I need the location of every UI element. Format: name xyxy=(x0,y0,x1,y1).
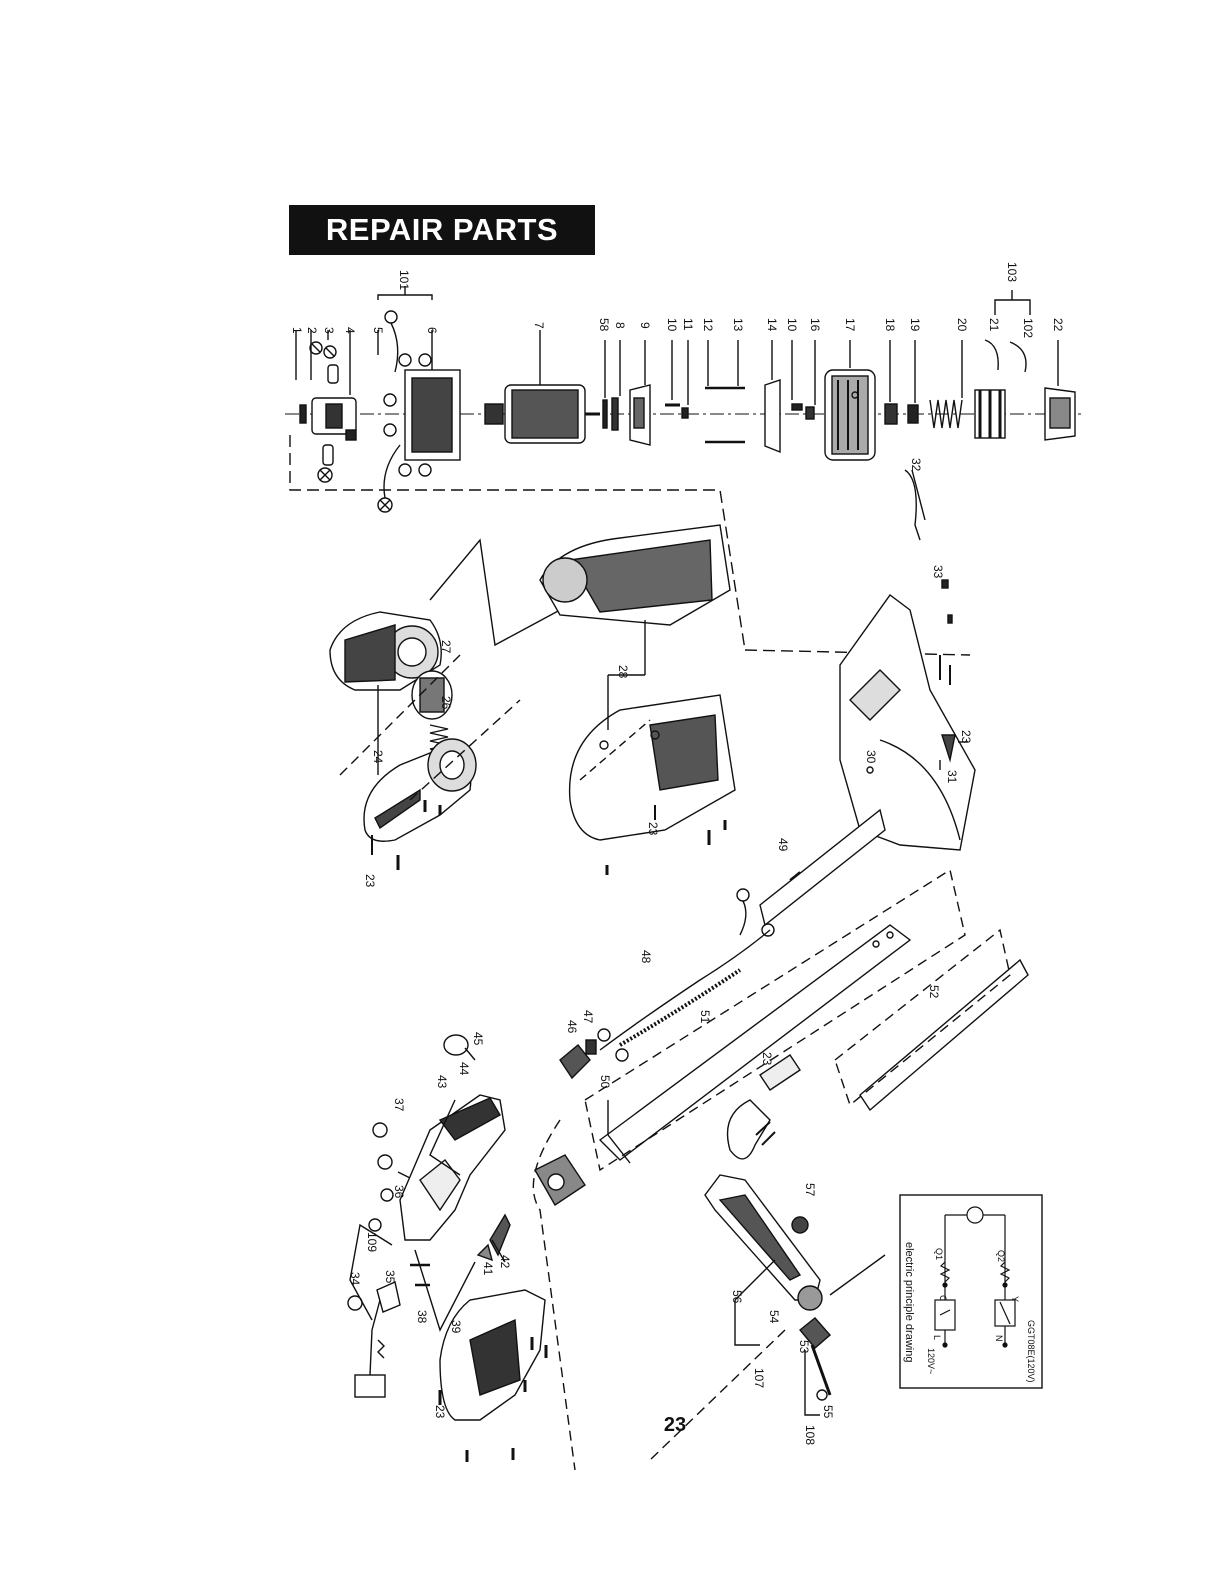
part-label: 5 xyxy=(371,327,385,334)
part-label: 54 xyxy=(767,1310,781,1324)
part-label: 53 xyxy=(797,1340,811,1354)
part-label: 49 xyxy=(776,838,790,852)
part-label: 2 xyxy=(305,327,319,334)
part-label: 12 xyxy=(701,318,715,332)
part-label: 32 xyxy=(909,458,923,472)
guard-assembly xyxy=(840,470,975,850)
part-label: 33 xyxy=(931,565,945,579)
part-label: 35 xyxy=(383,1270,397,1284)
part-label: 51 xyxy=(698,1010,712,1024)
part-label: 13 xyxy=(731,318,745,332)
part-label: 22 xyxy=(1051,318,1065,332)
part-label: 9 xyxy=(638,322,652,329)
part-label: 46 xyxy=(565,1020,579,1034)
part-label: 34 xyxy=(348,1272,362,1286)
part-label: 6 xyxy=(425,327,439,334)
schematic-title: electric principle drawing xyxy=(903,1242,915,1362)
schematic-n: N xyxy=(994,1335,1004,1342)
part-label: 27 xyxy=(439,640,453,654)
part-label: 108 xyxy=(803,1425,817,1445)
part-label: 23 xyxy=(433,1405,447,1419)
part-label: 55 xyxy=(821,1405,835,1419)
part-label: 28 xyxy=(616,665,630,679)
part-label: 52 xyxy=(927,985,941,999)
part-label: 19 xyxy=(908,318,922,332)
part-label: 7 xyxy=(532,322,546,329)
page-number: 23 xyxy=(640,1414,710,1437)
part-label: 56 xyxy=(730,1290,744,1304)
part-label: 109 xyxy=(365,1232,379,1252)
part-label: 107 xyxy=(752,1368,766,1388)
part-label: 8 xyxy=(613,322,627,329)
part-label: 31 xyxy=(945,770,959,784)
part-label: 23 xyxy=(760,1052,774,1066)
aux-handle-assembly xyxy=(650,1100,885,1460)
part-label: 39 xyxy=(449,1320,463,1334)
part-label: 37 xyxy=(392,1098,406,1112)
part-label: 20 xyxy=(955,318,969,332)
part-label: 10 xyxy=(785,318,799,332)
part-label: 103 xyxy=(1005,262,1019,282)
part-label: 38 xyxy=(415,1310,429,1324)
part-label: 11 xyxy=(681,318,695,331)
schematic-l: L xyxy=(932,1335,942,1340)
schematic-model: GGT08E(120V) xyxy=(1026,1320,1036,1383)
part-label: 18 xyxy=(883,318,897,332)
part-label: 102 xyxy=(1021,318,1035,338)
part-label: 21 xyxy=(987,318,1001,332)
part-label: 16 xyxy=(808,318,822,332)
part-label: 17 xyxy=(843,318,857,332)
part-label: 36 xyxy=(392,1185,406,1199)
part-label: 45 xyxy=(471,1032,485,1046)
part-label: 24 xyxy=(371,750,385,764)
part-label: 57 xyxy=(803,1183,817,1197)
part-label: 47 xyxy=(581,1010,595,1024)
part-label: 26 xyxy=(439,696,453,710)
part-label: 50 xyxy=(598,1075,612,1089)
part-label: 58 xyxy=(597,318,611,332)
part-label: 48 xyxy=(639,950,653,964)
part-label: 44 xyxy=(457,1062,471,1076)
part-label: 14 xyxy=(765,318,779,332)
part-label: 3 xyxy=(322,327,336,334)
part-label: 23 xyxy=(959,730,973,744)
part-label: 43 xyxy=(435,1075,449,1089)
part-label: 30 xyxy=(864,750,878,764)
part-label: 101 xyxy=(397,270,411,290)
part-label: 42 xyxy=(498,1255,512,1269)
part-label: 23 xyxy=(646,822,660,836)
schematic-q1: Q1 xyxy=(934,1248,944,1260)
schematic-voltage: 120V~ xyxy=(926,1348,936,1374)
part-label: 4 xyxy=(343,327,357,334)
part-label: 10 xyxy=(665,318,679,332)
electric-schematic: electric principle drawing 120V~ GGT08E(… xyxy=(900,1195,1042,1388)
part-label: 23 xyxy=(363,874,377,888)
part-label: 1 xyxy=(290,327,304,334)
part-label: 41 xyxy=(481,1262,495,1276)
